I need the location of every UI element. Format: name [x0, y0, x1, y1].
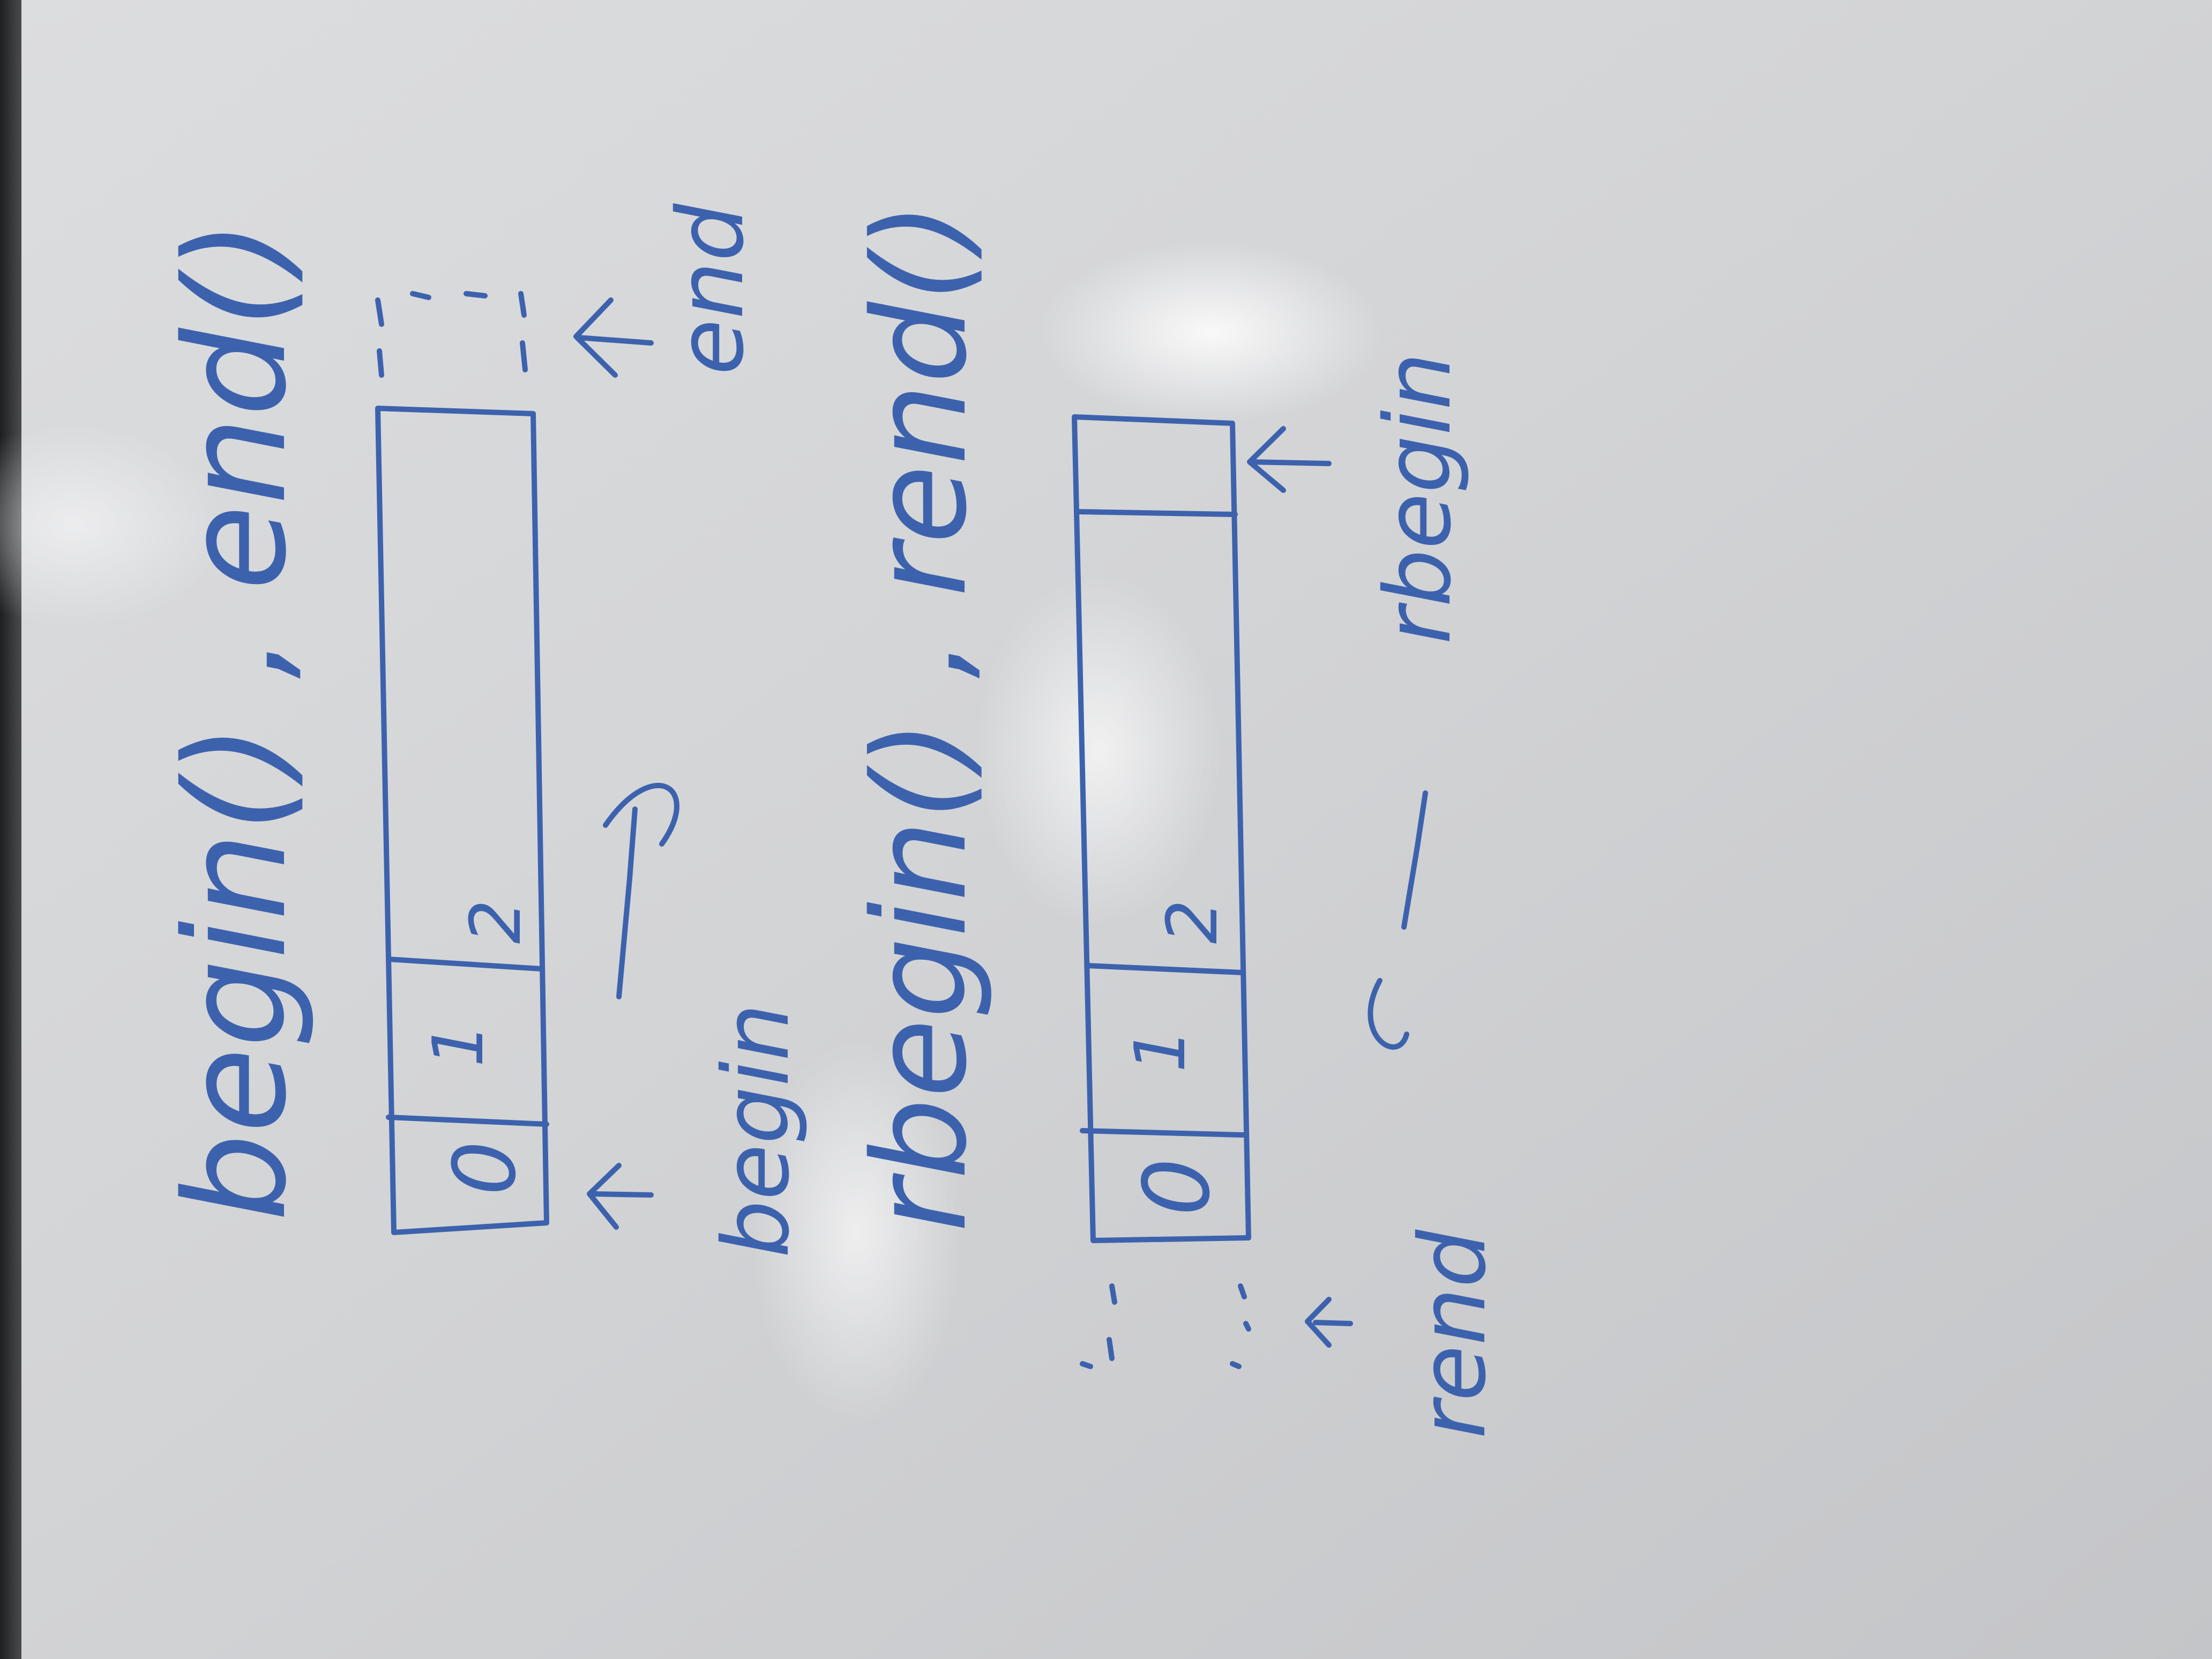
reverse-cell-1: 1	[1119, 1028, 1201, 1073]
forward-cell-1: 1	[417, 1023, 499, 1067]
begin-arrow	[587, 1163, 654, 1230]
reverse-direction-arrow	[1367, 790, 1428, 1050]
forward-cell-2: 2	[455, 900, 536, 944]
reverse-title: rbegin() , rend()	[845, 201, 995, 1232]
glare	[0, 241, 1382, 1425]
forward-title: begin() , end()	[155, 219, 317, 1222]
begin-label: begin	[704, 1003, 810, 1258]
rend-label: rend	[1400, 1229, 1506, 1439]
forward-labels: begin() , end() 0 1 2 begin end	[155, 203, 810, 1258]
reverse-cell-0: 0	[1124, 1158, 1230, 1216]
rbegin-arrow	[1247, 426, 1332, 493]
forward-iteration-diagram	[375, 291, 679, 1235]
end-arrow	[573, 297, 654, 378]
rbegin-label: rbegin	[1365, 352, 1471, 644]
reverse-past-end-cell	[1080, 1283, 1251, 1369]
forward-cell-0: 0	[435, 1141, 535, 1195]
reverse-iteration-diagram	[1072, 414, 1428, 1369]
reverse-cell-2: 2	[1152, 900, 1233, 944]
forward-past-end-cell	[375, 291, 528, 378]
forward-direction-arrow	[603, 782, 679, 999]
board-frame	[0, 0, 21, 1659]
end-label: end	[658, 203, 764, 375]
rend-arrow	[1305, 1297, 1353, 1348]
reverse-labels: rbegin() , rend() 0 1 2 rbegin rend	[845, 201, 1506, 1439]
